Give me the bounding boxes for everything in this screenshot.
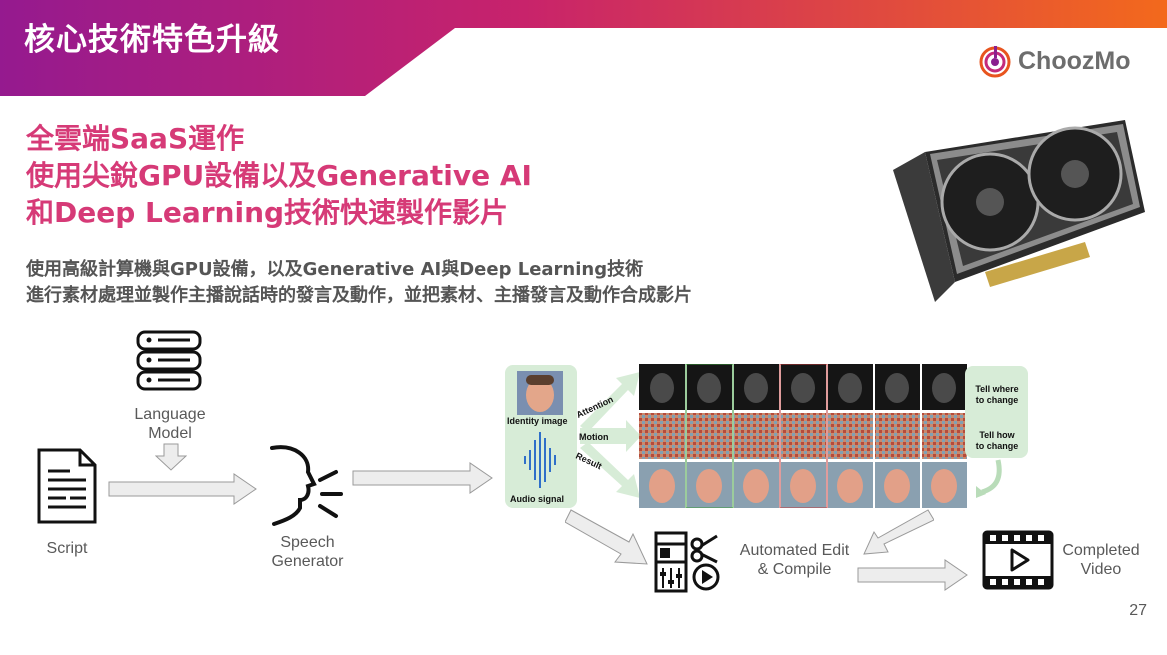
identity-image-label: Identity image [507,416,568,426]
page-title: 核心技術特色升級 [24,22,280,58]
audio-waveform-image [524,432,556,488]
completed-video-label: Completed Video [1062,542,1140,578]
page-number: 27 [1129,602,1147,619]
script-label: Script [46,540,88,557]
arrow-down-left-icon [863,509,934,555]
identity-face-image [517,371,563,415]
language-model-label: Language Model [134,406,206,442]
tell-where-label: Tell where to change [975,384,1019,405]
arrow-right-icon [857,559,968,591]
description-line-2: 進行素材處理並製作主播說話時的發言及動作，並把素材、主播發言及動作合成影片 [26,285,692,306]
speaking-head-icon [270,445,343,526]
headline-line-3: 和Deep Learning技術快速製作影片 [26,196,509,229]
server-icon [136,330,202,391]
choozmo-logo: ChoozMo [978,44,1130,78]
arrow-right-icon [352,462,493,494]
arrow-down-right-icon [565,509,648,565]
logo-text: ChoozMo [1018,46,1131,75]
automated-edit-label: Automated Edit & Compile [739,542,850,578]
arrow-right-icon [108,473,257,505]
branch-arrows-icon [580,372,641,498]
video-editing-icon [654,531,720,593]
speech-generator-label: Speech Generator [271,534,344,570]
generated-frames-grid [639,364,967,508]
script-document-icon [37,448,97,524]
curved-arrow-icon [976,459,1002,498]
tell-how-label: Tell how to change [975,430,1019,451]
description-line-1: 使用高級計算機與GPU設備，以及Generative AI與Deep Learn… [26,259,644,280]
headline-line-1: 全雲端SaaS運作 [26,122,245,155]
gpu-card-image [893,120,1145,302]
choozmo-logo-icon [979,46,1011,78]
audio-signal-label: Audio signal [510,494,564,504]
header-banner [0,0,1167,96]
video-film-icon [982,530,1054,590]
arrow-down-icon [155,443,187,471]
motion-label: Motion [579,432,609,442]
change-notes-panel [965,366,1028,458]
headline-line-2: 使用尖銳GPU設備以及Generative AI [26,159,532,192]
